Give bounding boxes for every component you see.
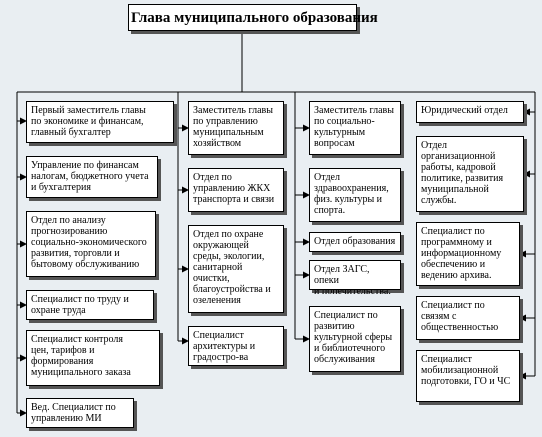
municipal-property-specialist-box: Вед. Специалист по управлению МИ: [26, 398, 134, 428]
finance-department-box: Управление по финансам налогам, бюджетно…: [26, 156, 158, 198]
culture-library-specialist-box: Специалист по развитию культурной сферы …: [309, 306, 401, 372]
registry-guardianship-department-box: Отдел ЗАГС, опеки и попечительства.: [309, 260, 401, 297]
mobilization-civil-defense-specialist-box: Специалист мобилизационной подготовки, Г…: [416, 350, 520, 402]
environment-department-box: Отдел по охране окружающей среды, эколог…: [188, 225, 284, 313]
deputy-municipal-economy-box: Заместитель главы по управлению муниципа…: [188, 101, 284, 155]
software-archive-specialist-box: Специалист по программному и информацион…: [416, 222, 520, 286]
legal-department-box: Юридический отдел: [416, 101, 524, 123]
deputy-social-cultural-box: Заместитель главы по социально- культурн…: [309, 101, 401, 155]
education-department-box: Отдел образования: [309, 232, 401, 252]
organizational-hr-department-box: Отдел организационной работы, кадровой п…: [416, 136, 524, 212]
head-box: Глава муниципального образования: [128, 4, 378, 31]
public-relations-specialist-box: Специалист по связям с общественностью: [416, 296, 520, 340]
healthcare-sports-department-box: Отдел здравоохранения, физ. культуры и с…: [309, 168, 401, 222]
architecture-specialist-box: Специалист архитектуры и градостро-ва: [188, 326, 284, 366]
housing-utilities-department-box: Отдел по управлению ЖКХ транспорта и свя…: [188, 168, 284, 212]
labor-specialist-box: Специалист по труду и охране труда: [26, 290, 154, 320]
first-deputy-economy-box: Первый заместитель главы по экономике и …: [26, 101, 174, 143]
analysis-forecasting-department-box: Отдел по анализу прогнозированию социаль…: [26, 211, 156, 277]
price-control-specialist-box: Специалист контроля цен, тарифов и форми…: [26, 330, 160, 386]
